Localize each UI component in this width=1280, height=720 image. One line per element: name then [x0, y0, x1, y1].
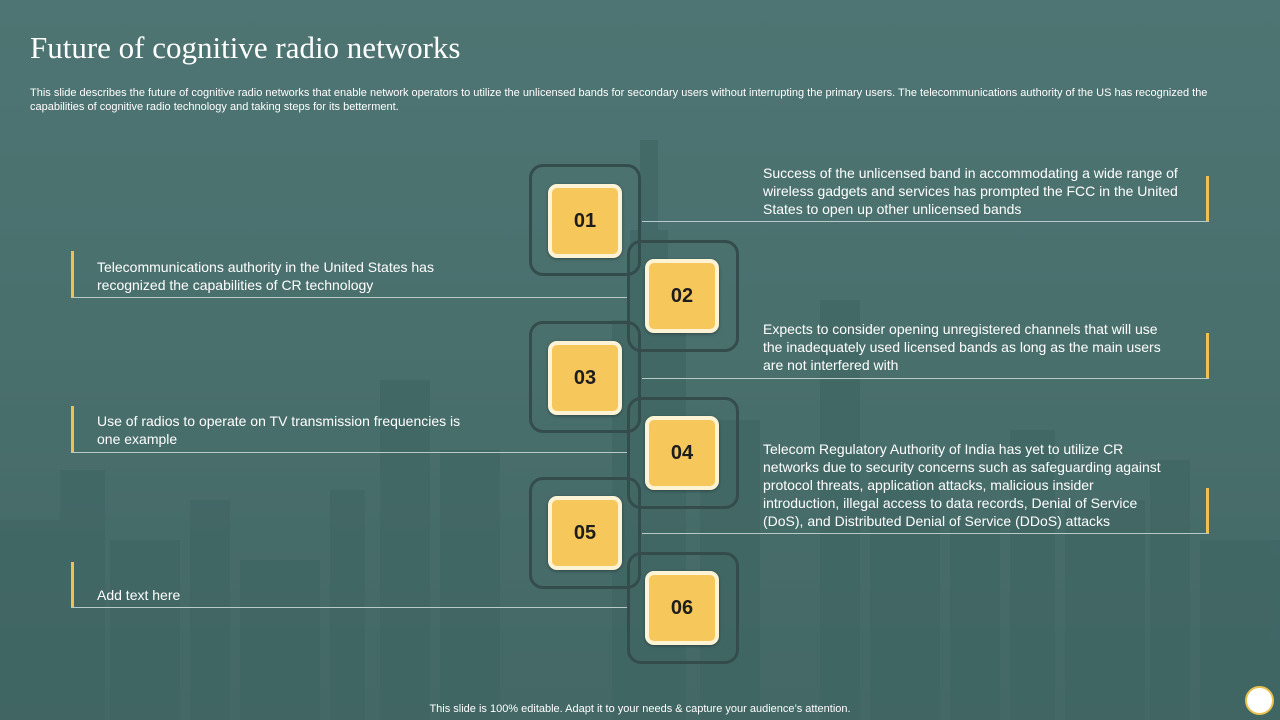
step-text-05: Telecom Regulatory Authority of India ha…	[763, 441, 1161, 529]
step-number-01: 01	[548, 184, 622, 258]
accent-bar-02	[71, 251, 74, 297]
step-number-04: 04	[645, 416, 719, 490]
step-frame-06	[627, 552, 739, 664]
connector-line-02	[71, 297, 627, 298]
step-text-03: Expects to consider opening unregistered…	[763, 321, 1161, 373]
step-frame-05	[529, 477, 641, 589]
step-number-02: 02	[645, 259, 719, 333]
step-frame-02	[627, 240, 739, 352]
step-text-01: Success of the unlicensed band in accomm…	[763, 165, 1178, 217]
step-number-05: 05	[548, 496, 622, 570]
step-frame-03	[529, 321, 641, 433]
slide-footer: This slide is 100% editable. Adapt it to…	[429, 703, 851, 715]
step-number-06: 06	[645, 571, 719, 645]
step-number-03: 03	[548, 341, 622, 415]
step-text-04: Use of radios to operate on TV transmiss…	[97, 413, 461, 447]
step-text-02: Telecommunications authority in the Unit…	[97, 259, 434, 293]
connector-line-01	[642, 221, 1209, 222]
connector-line-06	[71, 607, 627, 608]
corner-circle-icon	[1245, 686, 1274, 715]
connector-line-03	[642, 378, 1209, 379]
connector-line-05	[642, 533, 1209, 534]
connector-line-04	[71, 452, 627, 453]
accent-bar-06	[71, 562, 74, 607]
slide-subtitle: This slide describes the future of cogni…	[30, 87, 1208, 113]
step-frame-04	[627, 397, 739, 509]
accent-bar-01	[1206, 176, 1209, 221]
step-text-06: Add text here	[97, 587, 181, 603]
accent-bar-05	[1206, 488, 1209, 533]
step-frame-01	[529, 164, 641, 276]
accent-bar-03	[1206, 333, 1209, 378]
accent-bar-04	[71, 406, 74, 452]
slide-title: Future of cognitive radio networks	[30, 30, 461, 65]
